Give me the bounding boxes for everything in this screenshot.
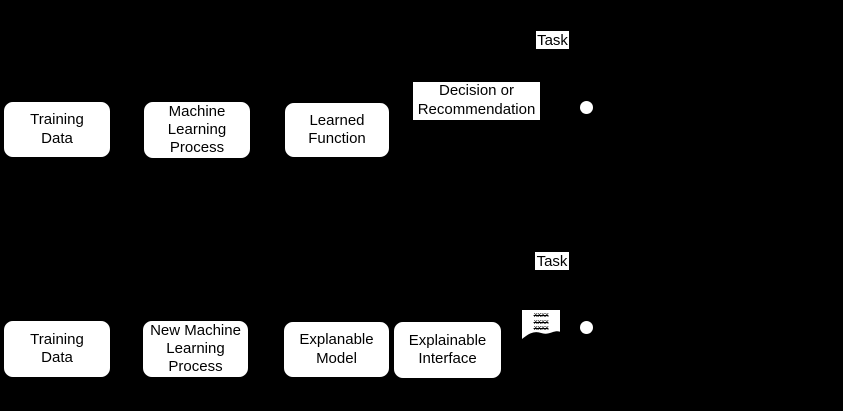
explanation-note-icon: xxxx xxxx xxxx xyxy=(521,309,561,341)
task-label-bottom: Task xyxy=(535,252,569,270)
note-line: xxxx xyxy=(533,311,549,319)
node-label: Explainable Interface xyxy=(408,331,487,367)
label-text: Task xyxy=(537,31,568,49)
node-label: Explanable Model xyxy=(299,331,374,367)
node-label: Learned Function xyxy=(308,111,366,147)
note-page-shape xyxy=(521,309,561,341)
node-label: Training Data xyxy=(30,330,84,366)
node-learned-function: Learned Function xyxy=(284,102,390,158)
label-decision-or-recommendation: Decision or Recommendation xyxy=(413,82,540,120)
node-machine-learning-process: Machine Learning Process xyxy=(143,101,251,159)
node-label: New Machine Learning Process xyxy=(150,321,241,376)
note-text-lines: xxxx xxxx xxxx xyxy=(532,312,550,332)
node-label: Machine Learning Process xyxy=(167,102,227,157)
node-training-data-top: Training Data xyxy=(3,101,111,158)
label-text: Task xyxy=(536,252,568,270)
node-explainable-interface: Explainable Interface xyxy=(393,321,502,379)
person-head-icon xyxy=(580,101,593,114)
task-label-top: Task xyxy=(536,31,569,49)
note-line: xxxx xyxy=(533,317,549,326)
node-training-data-bottom: Training Data xyxy=(3,320,111,378)
node-label: Training Data xyxy=(30,111,84,147)
node-explanable-model: Explanable Model xyxy=(283,321,390,378)
person-head-icon xyxy=(580,321,593,334)
label-text: Decision or Recommendation xyxy=(417,82,536,118)
note-line: xxxx xyxy=(533,324,549,332)
node-new-machine-learning-process: New Machine Learning Process xyxy=(142,320,249,378)
